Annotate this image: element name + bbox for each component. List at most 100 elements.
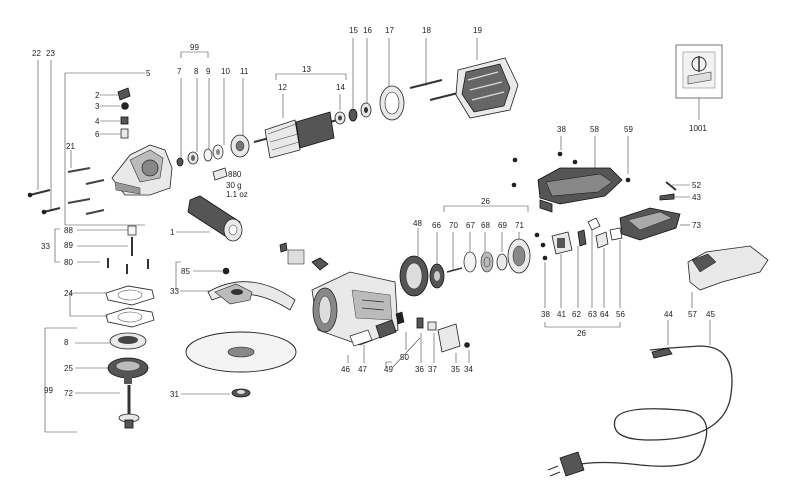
part-24-gaskets <box>105 285 155 328</box>
label-73: 73 <box>692 221 701 230</box>
part-59 <box>625 177 631 183</box>
label-17: 17 <box>385 26 394 35</box>
label-85: 85 <box>181 267 190 276</box>
part-3 <box>100 102 129 110</box>
part-58-handle-half <box>537 167 623 213</box>
label-67: 67 <box>466 221 475 230</box>
label-880: 880 <box>228 170 242 179</box>
part-21-screws <box>67 167 105 215</box>
part-33-wheel-guard <box>207 281 296 311</box>
label-89: 89 <box>64 241 73 250</box>
part-44-45-power-cord <box>547 345 733 477</box>
label-13: 13 <box>302 65 311 74</box>
part-small-brackets <box>279 242 329 271</box>
part-66-fan-wheel <box>429 263 445 289</box>
part-1001-label-sticker <box>675 44 723 99</box>
part-1-side-handle <box>187 195 243 242</box>
part-36-37 <box>416 317 470 353</box>
part-17-seal <box>379 85 405 121</box>
label-88: 88 <box>64 226 73 235</box>
part-14-bearing <box>334 111 346 125</box>
label-35: 35 <box>451 365 460 374</box>
label-21: 21 <box>66 142 75 151</box>
label-11: 11 <box>240 67 249 76</box>
label-59: 59 <box>624 125 633 134</box>
part-49-switch <box>375 311 405 339</box>
label-38-lower: 38 <box>541 310 550 319</box>
part-12-armature <box>253 111 346 159</box>
label-72: 72 <box>64 389 73 398</box>
label-1001: 1001 <box>689 124 707 133</box>
label-52: 52 <box>692 181 701 190</box>
label-1-1oz: 1.1 oz <box>226 190 248 199</box>
part-7-washer <box>176 157 184 167</box>
part-52 <box>665 181 677 191</box>
label-31: 31 <box>170 390 179 399</box>
part-8-bearing-flange <box>109 332 147 350</box>
label-43: 43 <box>692 193 701 202</box>
label-48: 48 <box>413 219 422 228</box>
label-23: 23 <box>46 49 55 58</box>
part-880-grease <box>212 167 228 181</box>
label-3: 3 <box>95 102 100 111</box>
label-80: 80 <box>64 258 73 267</box>
part-85 <box>222 267 230 275</box>
label-2: 2 <box>95 91 100 100</box>
label-4: 4 <box>95 117 100 126</box>
label-10: 10 <box>221 67 230 76</box>
part-22-screw <box>27 60 51 198</box>
part-9-ring <box>203 148 213 162</box>
part-69-ring <box>496 253 508 271</box>
label-37: 37 <box>428 365 437 374</box>
label-25: 25 <box>64 364 73 373</box>
label-70: 70 <box>449 221 458 230</box>
label-19: 19 <box>473 26 482 35</box>
label-8: 8 <box>194 67 199 76</box>
part-2 <box>100 87 131 101</box>
label-63: 63 <box>588 310 597 319</box>
part-88 <box>127 225 137 236</box>
label-41: 41 <box>557 310 566 319</box>
label-58: 58 <box>590 125 599 134</box>
part-80-screws <box>107 258 149 274</box>
part-38-screws-mid <box>534 232 548 261</box>
label-26-bottom: 26 <box>577 329 586 338</box>
part-47-plate <box>349 329 373 347</box>
label-9: 9 <box>206 67 211 76</box>
label-34: 34 <box>464 365 473 374</box>
label-71: 71 <box>515 221 524 230</box>
label-50: 50 <box>400 353 409 362</box>
part-5-gear-housing <box>111 144 173 196</box>
part-18-pins <box>409 79 463 101</box>
part-62-63-64-contacts <box>577 217 623 249</box>
label-6: 6 <box>95 130 100 139</box>
part-70-pin <box>446 267 463 273</box>
part-11-flange <box>230 134 250 158</box>
part-10-ring <box>212 144 224 160</box>
part-25-bearing-housing <box>107 357 149 384</box>
part-73-handle-half <box>619 207 681 241</box>
label-15: 15 <box>349 26 358 35</box>
label-64: 64 <box>600 310 609 319</box>
label-14: 14 <box>336 83 345 92</box>
label-1: 1 <box>170 228 175 237</box>
part-19-field <box>455 57 519 119</box>
label-16: 16 <box>363 26 372 35</box>
label-99-top: 99 <box>190 43 199 52</box>
part-71-cover <box>507 238 531 274</box>
label-69: 69 <box>498 221 507 230</box>
part-68-spring <box>480 251 494 273</box>
label-99-lower: 99 <box>44 386 53 395</box>
label-66: 66 <box>432 221 441 230</box>
label-45: 45 <box>706 310 715 319</box>
part-41-switch-module <box>551 231 573 255</box>
label-33-guard: 33 <box>170 287 179 296</box>
label-56: 56 <box>616 310 625 319</box>
part-38-screws-top <box>511 151 578 188</box>
label-36: 36 <box>415 365 424 374</box>
label-33-left: 33 <box>41 242 50 251</box>
label-68: 68 <box>481 221 490 230</box>
label-49: 49 <box>384 365 393 374</box>
part-15-ring <box>348 108 358 122</box>
